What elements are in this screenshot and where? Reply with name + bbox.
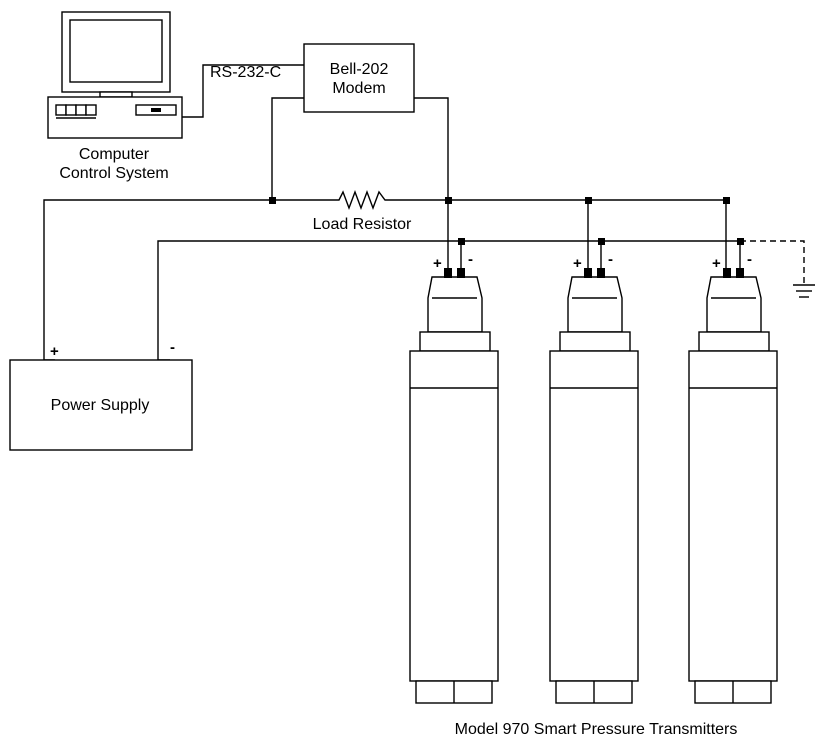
modem-left-tap — [271, 97, 304, 200]
tx1-minus-label: - — [468, 251, 473, 268]
power-minus-label: - — [170, 339, 175, 356]
tx2-minus-label: - — [608, 251, 613, 268]
rs232-cable — [182, 64, 304, 118]
computer-label-line1: Computer — [79, 146, 150, 163]
load-resistor-label: Load Resistor — [313, 216, 412, 233]
tx3-minus-label: - — [747, 251, 752, 268]
transmitter-3 — [688, 268, 778, 704]
transmitters-caption: Model 970 Smart Pressure Transmitters — [455, 721, 738, 738]
ground-wire-dashed — [740, 240, 805, 284]
modem-right-tap — [414, 97, 449, 200]
transmitter-1 — [409, 268, 499, 704]
positive-loop-wire — [43, 199, 335, 361]
modem-label-line2: Modem — [332, 80, 385, 97]
power-supply-box — [9, 359, 193, 451]
power-plus-label: + — [50, 343, 59, 360]
computer-label-line2: Control System — [59, 165, 168, 182]
load-resistor-icon — [335, 190, 389, 210]
modem-box — [303, 43, 415, 113]
rs232-label: RS-232-C — [210, 64, 281, 81]
modem-label-line1: Bell-202 — [330, 61, 389, 78]
tx1-plus-label: + — [433, 255, 442, 272]
transmitter-2 — [549, 268, 639, 704]
tx3-plus-label: + — [712, 255, 721, 272]
power-supply-label: Power Supply — [51, 397, 150, 414]
ground-icon — [793, 284, 815, 298]
junction-dots — [269, 197, 744, 245]
tx2-plus-label: + — [573, 255, 582, 272]
computer-icon — [47, 11, 183, 139]
